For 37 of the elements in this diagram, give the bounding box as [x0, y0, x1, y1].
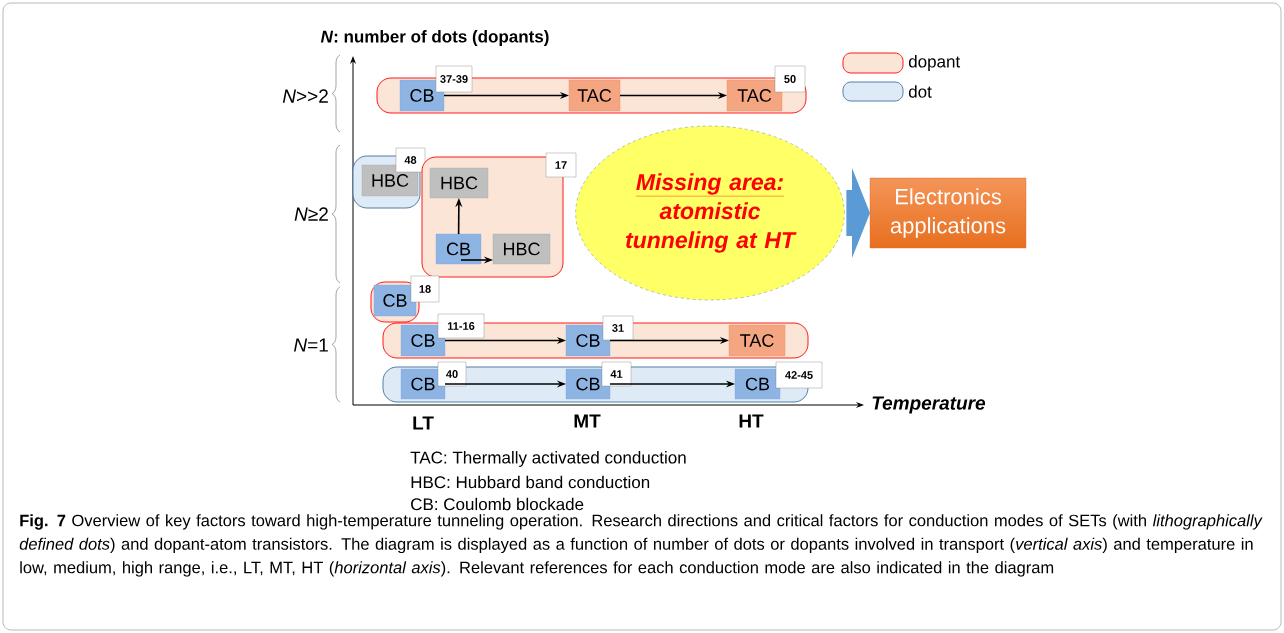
- tick-label: HT: [739, 414, 764, 428]
- reference-box: 11-16: [437, 313, 485, 339]
- abbreviation-note: CB: Coulomb blockade: [411, 497, 584, 511]
- abbreviation-note: TAC: Thermally activated conduction: [410, 451, 686, 467]
- reference-box: 31: [602, 315, 634, 341]
- caption: Fig. 7 Overview of key factors toward high-temperature tunneling operation. Research directions and critical factors for conduction modes of SETs (with lithographically defined dots) and dopant-atom transistors. The diagram is displayed as a function of number of dots or dopants involved in transport (vertical axis) and temperature in low, medium, high range, i.e., LT, MT, HT (horizontal axis). Relevant references for each conduction mode are also indicated in the diagram: [19, 514, 1263, 577]
- reference-box: 41: [601, 361, 632, 387]
- axis-title: Temperature: [872, 396, 986, 414]
- mode-box: CB: [734, 368, 781, 400]
- abbreviation-note: HBC: Hubbard band conduction: [411, 475, 650, 489]
- mode-box: TAC: [726, 79, 783, 112]
- legend-label: dopant: [908, 55, 961, 71]
- mode-box: TAC: [728, 324, 786, 357]
- axis-label: N=1: [294, 338, 328, 352]
- application-box: Electronics applications: [869, 177, 1027, 249]
- reference-box: 40: [437, 361, 467, 387]
- block-arrow: [846, 168, 870, 258]
- axis-label: N≥2: [294, 207, 328, 221]
- tick-label: MT: [574, 414, 601, 428]
- reference-box: 17: [545, 152, 577, 178]
- reference-box: 37-39: [435, 65, 473, 93]
- mode-box: CB: [435, 233, 482, 265]
- legend-label: dot: [908, 85, 932, 98]
- reference-box: 50: [774, 65, 806, 93]
- mode-box: CB: [565, 324, 611, 357]
- axis-title: N: number of dots (dopants): [320, 30, 549, 46]
- reference-box: 48: [395, 147, 426, 173]
- mode-box: HBC: [361, 164, 419, 197]
- mode-box: HBC: [492, 233, 551, 265]
- tick-label: LT: [413, 416, 434, 430]
- reference-box: 18: [410, 275, 440, 303]
- mode-box: CB: [400, 324, 446, 357]
- reference-box: 42-45: [775, 361, 823, 389]
- mode-box: CB: [373, 284, 417, 317]
- mode-box: HBC: [429, 167, 489, 199]
- axis-label: N>>2: [282, 89, 328, 103]
- mode-box: TAC: [568, 79, 621, 112]
